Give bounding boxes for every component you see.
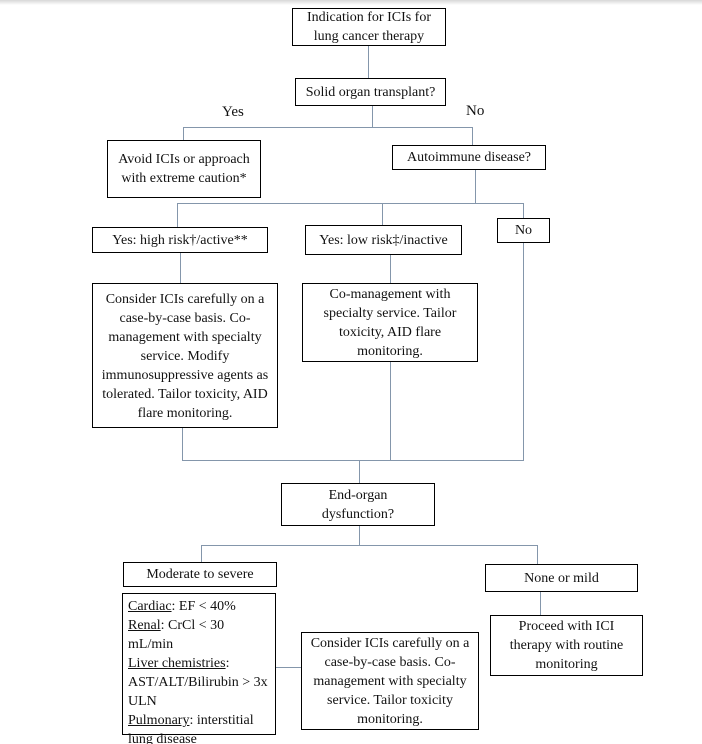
- connector: [182, 460, 524, 461]
- connector: [177, 203, 178, 227]
- connector: [183, 127, 184, 140]
- criteria-liver-heading: Liver chemistries:: [128, 656, 230, 671]
- node-proceed-ici: Proceed with ICI therapy with routine mo…: [490, 615, 643, 676]
- node-avoid-icis-text: Avoid ICIs or approach with extreme caut…: [118, 152, 250, 186]
- connector: [523, 243, 524, 460]
- node-solid-organ-transplant-text: Solid organ transplant?: [305, 84, 436, 100]
- connector: [359, 526, 360, 545]
- node-indication: Indication for ICIs for lung cancer ther…: [292, 8, 446, 46]
- branch-label-yes: Yes: [222, 104, 244, 120]
- node-yes-low-risk-text: Yes: low risk‡/inactive: [319, 232, 448, 248]
- connector: [372, 106, 373, 127]
- connector: [182, 428, 183, 460]
- connector: [180, 253, 181, 283]
- connector: [537, 545, 538, 564]
- node-yes-high-risk: Yes: high risk†/active**: [92, 227, 268, 253]
- node-autoimmune-disease-text: Autoimmune disease?: [406, 150, 532, 165]
- node-autoimmune-disease: Autoimmune disease?: [392, 145, 546, 170]
- connector: [177, 203, 523, 204]
- criteria-pulmonary: Pulmonary: interstitial lung disease: [128, 713, 254, 744]
- node-avoid-icis: Avoid ICIs or approach with extreme caut…: [107, 140, 261, 198]
- node-comanagement-text: Co-management with specialty service. Ta…: [323, 286, 457, 359]
- connector: [368, 46, 369, 78]
- node-no: No: [497, 218, 550, 243]
- node-yes-low-risk: Yes: low risk‡/inactive: [305, 225, 462, 255]
- node-no-text: No: [514, 223, 533, 238]
- branch-label-no: No: [466, 103, 485, 119]
- node-none-or-mild: None or mild: [485, 564, 638, 592]
- connector: [390, 362, 391, 460]
- node-none-or-mild-text: None or mild: [524, 570, 599, 586]
- node-consider-case-by-case-text: Consider ICIs carefully on a case-by-cas…: [101, 292, 269, 421]
- node-solid-organ-transplant: Solid organ transplant?: [295, 78, 446, 106]
- node-organ-criteria-text: Cardiac: EF < 40% Renal: CrCl < 30 mL/mi…: [128, 597, 270, 744]
- connector: [201, 545, 538, 546]
- criteria-liver-values: AST/ALT/Bilirubin > 3x ULN: [128, 675, 268, 709]
- node-moderate-to-severe-text: Moderate to severe: [146, 567, 254, 582]
- connector: [472, 127, 473, 145]
- connector: [523, 203, 524, 218]
- node-proceed-ici-text: Proceed with ICI therapy with routine mo…: [509, 619, 624, 672]
- node-consider-bottom-text: Consider ICIs carefully on a case-by-cas…: [310, 635, 470, 727]
- connector: [540, 592, 541, 615]
- node-moderate-to-severe: Moderate to severe: [123, 562, 277, 587]
- node-indication-text: Indication for ICIs for lung cancer ther…: [306, 10, 432, 44]
- connector: [475, 170, 476, 203]
- connector: [382, 203, 383, 225]
- node-consider-bottom: Consider ICIs carefully on a case-by-cas…: [301, 632, 479, 730]
- connector: [201, 545, 202, 562]
- criteria-cardiac: Cardiac: EF < 40%: [128, 599, 236, 614]
- node-comanagement: Co-management with specialty service. Ta…: [302, 283, 478, 362]
- node-end-organ-dysfunction-text: End-organ dysfunction?: [321, 487, 395, 522]
- connector: [275, 667, 301, 668]
- node-organ-criteria: Cardiac: EF < 40% Renal: CrCl < 30 mL/mi…: [122, 593, 276, 744]
- page-top-border: [0, 0, 702, 5]
- node-end-organ-dysfunction: End-organ dysfunction?: [281, 483, 435, 526]
- node-consider-case-by-case: Consider ICIs carefully on a case-by-cas…: [92, 283, 278, 428]
- criteria-renal: Renal: CrCl < 30 mL/min: [128, 618, 225, 652]
- connector: [359, 460, 360, 483]
- node-yes-high-risk-text: Yes: high risk†/active**: [112, 232, 248, 248]
- connector: [183, 127, 473, 128]
- connector: [390, 255, 391, 283]
